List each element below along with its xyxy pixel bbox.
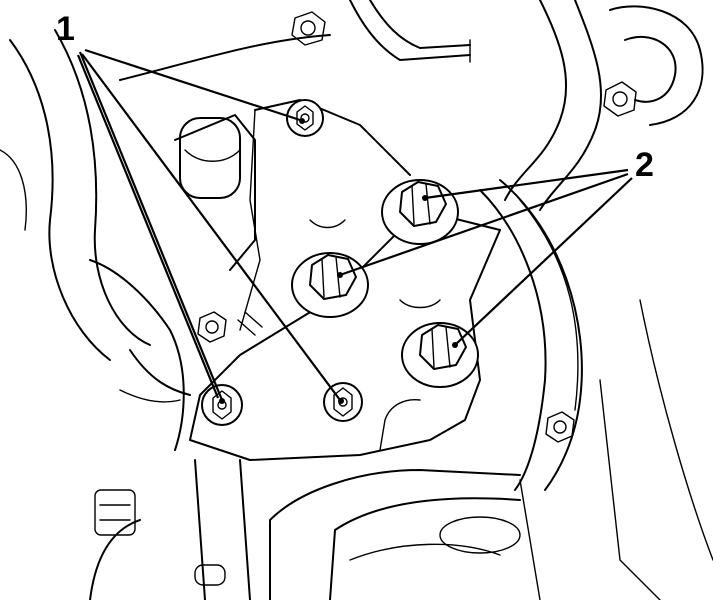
callout-2-leaders xyxy=(337,168,633,348)
torx-bolt xyxy=(201,384,243,426)
hex-bolts xyxy=(291,179,479,388)
callout-1-leaders xyxy=(76,48,344,404)
hex-bolt xyxy=(401,322,479,388)
mounting-bracket xyxy=(189,99,501,461)
callout-label-1: 1 xyxy=(56,10,75,48)
hex-bolt xyxy=(381,179,459,245)
callout-label-2: 2 xyxy=(635,146,654,184)
hex-bolt xyxy=(291,252,369,318)
torx-bolt xyxy=(286,99,324,137)
